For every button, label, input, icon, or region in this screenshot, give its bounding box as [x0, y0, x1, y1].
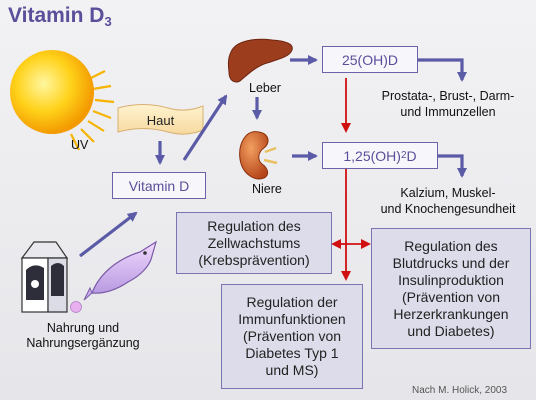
target-cells-line-1: Prostata-, Brust-, Darm-	[381, 89, 515, 103]
regulation-cell-growth-box: Regulation des Zellwachstums (Krebspräve…	[176, 212, 332, 274]
arrow-125ohd-to-targets	[438, 154, 467, 178]
regulation-cell-growth-line-1: Regulation des	[207, 217, 301, 234]
food-label-line-1: Nahrung und	[46, 321, 120, 335]
regulation-cell-growth-line-3: (Krebsprävention)	[198, 251, 310, 268]
food-label: Nahrung und Nahrungsergänzung	[26, 321, 140, 351]
regulation-blood-pressure-line-6: und Diabetes)	[407, 322, 495, 339]
fish-icon	[83, 240, 158, 301]
kidney-label: Niere	[252, 182, 282, 196]
regulation-blood-pressure-line-1: Regulation des	[404, 237, 498, 254]
regulation-blood-pressure-line-4: (Prävention von	[401, 288, 501, 305]
citation: Nach M. Holick, 2003	[412, 385, 508, 396]
calcitriol-text: 1,25(OH)	[343, 147, 401, 164]
calcitriol-subscript: 2	[400, 150, 407, 161]
regulation-blood-pressure-line-3: Insulinproduktion	[398, 271, 504, 288]
regulation-blood-pressure-box: Regulation des Blutdrucks und der Insuli…	[371, 228, 531, 349]
regulation-blood-pressure-line-2: Blutdrucks und der	[392, 254, 510, 271]
regulation-immune-line-5: und MS)	[265, 362, 319, 378]
liver-icon	[227, 38, 293, 83]
pill-icon	[70, 301, 82, 313]
regulation-immune-line-2: Immunfunktionen	[238, 311, 346, 327]
kidney-icon	[239, 131, 278, 180]
vitamin-d-box: Vitamin D	[112, 172, 206, 199]
milk-carton-icon	[20, 241, 69, 313]
regulation-blood-pressure-line-5: Herzerkrankungen	[393, 305, 509, 322]
uv-label: UV	[71, 138, 89, 152]
regulation-cell-growth-line-2: Zellwachstums	[207, 234, 301, 251]
sun-icon	[10, 50, 115, 151]
regulation-immune-line-4: Diabetes Typ 1	[245, 345, 339, 361]
target-cells-line-2: und Immunzellen	[400, 105, 496, 119]
arrow-25ohd-to-targets	[418, 58, 467, 82]
regulation-immune-box: Regulation der Immunfunktionen (Präventi…	[221, 284, 363, 389]
arrow-vitamin-d-to-liver	[182, 94, 228, 161]
regulation-immune-line-3: (Prävention von	[242, 328, 342, 344]
liver-label: Leber	[249, 81, 281, 95]
bone-health-label: Kalzium, Muskel- und Knochengesundheit	[362, 185, 534, 217]
calcitriol-text-suffix: D	[406, 147, 417, 164]
bone-health-line-2: und Knochengesundheit	[380, 202, 516, 216]
calcidiol-box: 25(OH)D	[322, 46, 418, 73]
arrow-food-to-vitamin-d	[79, 211, 138, 258]
skin-label: Haut	[146, 112, 175, 128]
page-title: Vitamin D3	[8, 4, 112, 29]
bone-health-line-1: Kalzium, Muskel-	[400, 186, 496, 200]
food-label-line-2: Nahrungsergänzung	[26, 336, 140, 350]
target-cells-label: Prostata-, Brust-, Darm- und Immunzellen	[368, 88, 528, 120]
regulation-immune-line-1: Regulation der	[246, 294, 338, 310]
